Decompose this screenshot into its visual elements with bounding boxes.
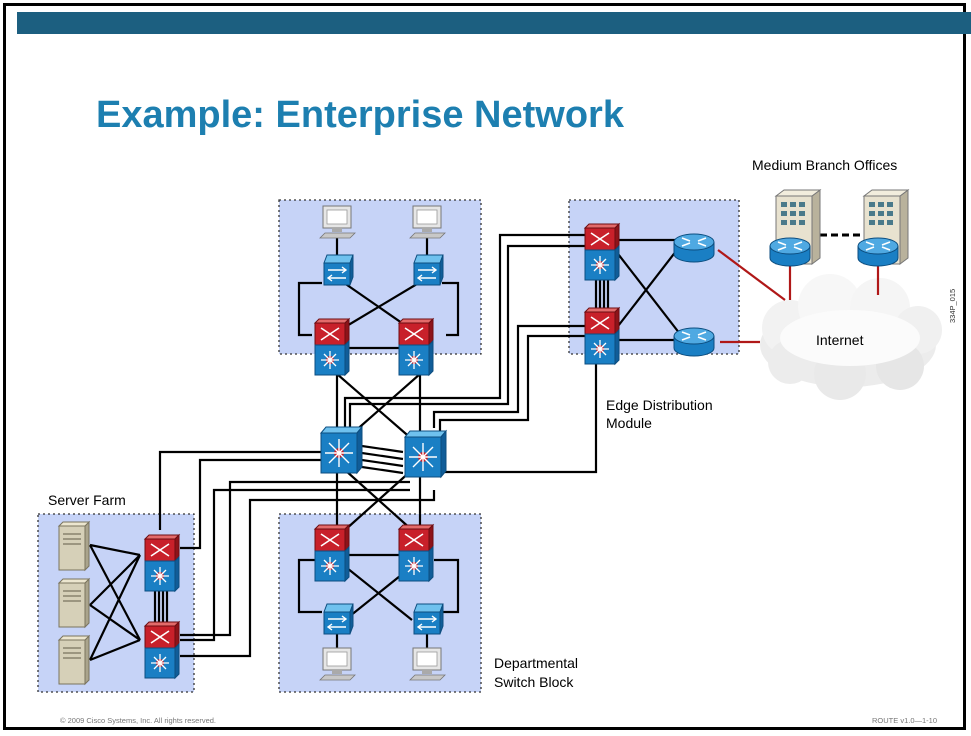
slide-frame xyxy=(3,3,966,730)
slide-title: Example: Enterprise Network xyxy=(96,94,624,136)
medium-branch-label: Medium Branch Offices xyxy=(752,157,898,173)
core-switch-icon xyxy=(404,430,447,478)
departmental-block-zone xyxy=(278,513,482,693)
copyright-footer: © 2009 Cisco Systems, Inc. All rights re… xyxy=(60,716,217,725)
multilayer-switch-icon xyxy=(398,524,434,582)
core-switch-icon xyxy=(320,426,363,474)
workstation-icon xyxy=(319,647,356,681)
multilayer-switch-icon xyxy=(144,534,180,592)
multilayer-switch-icon xyxy=(584,307,620,365)
multilayer-switch-icon xyxy=(584,223,620,281)
internet-label: Internet xyxy=(816,332,864,348)
workstation-icon xyxy=(409,647,446,681)
multilayer-switch-icon xyxy=(398,318,434,376)
wan-links xyxy=(717,249,880,344)
multilayer-switch-icon xyxy=(314,318,350,376)
access-switch-icon xyxy=(413,603,444,635)
multilayer-switch-icon xyxy=(314,524,350,582)
header-bar xyxy=(17,12,971,34)
access-switch-icon xyxy=(413,254,444,286)
access-block-top xyxy=(278,199,482,355)
workstation-icon xyxy=(409,205,446,239)
edge-distribution-label-line1: Edge Distribution xyxy=(606,397,713,413)
course-footer: ROUTE v1.0—1-10 xyxy=(872,716,938,725)
router-icon xyxy=(673,327,715,357)
access-switch-icon xyxy=(323,254,354,286)
departmental-label-line1: Departmental xyxy=(494,655,579,671)
server-farm-label: Server Farm xyxy=(48,492,126,508)
server-icon xyxy=(58,635,90,685)
router-icon xyxy=(857,237,899,267)
access-switch-icon xyxy=(323,603,354,635)
departmental-label-line2: Switch Block xyxy=(494,674,574,690)
edge-distribution-label-line2: Module xyxy=(606,415,652,431)
cloud-icon xyxy=(760,274,942,400)
multilayer-switch-icon xyxy=(144,621,180,679)
router-icon xyxy=(769,237,811,267)
slide-code: 334P_015 xyxy=(948,288,957,323)
server-icon xyxy=(58,578,90,628)
router-icon xyxy=(673,233,715,263)
server-icon xyxy=(58,521,90,571)
workstation-icon xyxy=(319,205,356,239)
